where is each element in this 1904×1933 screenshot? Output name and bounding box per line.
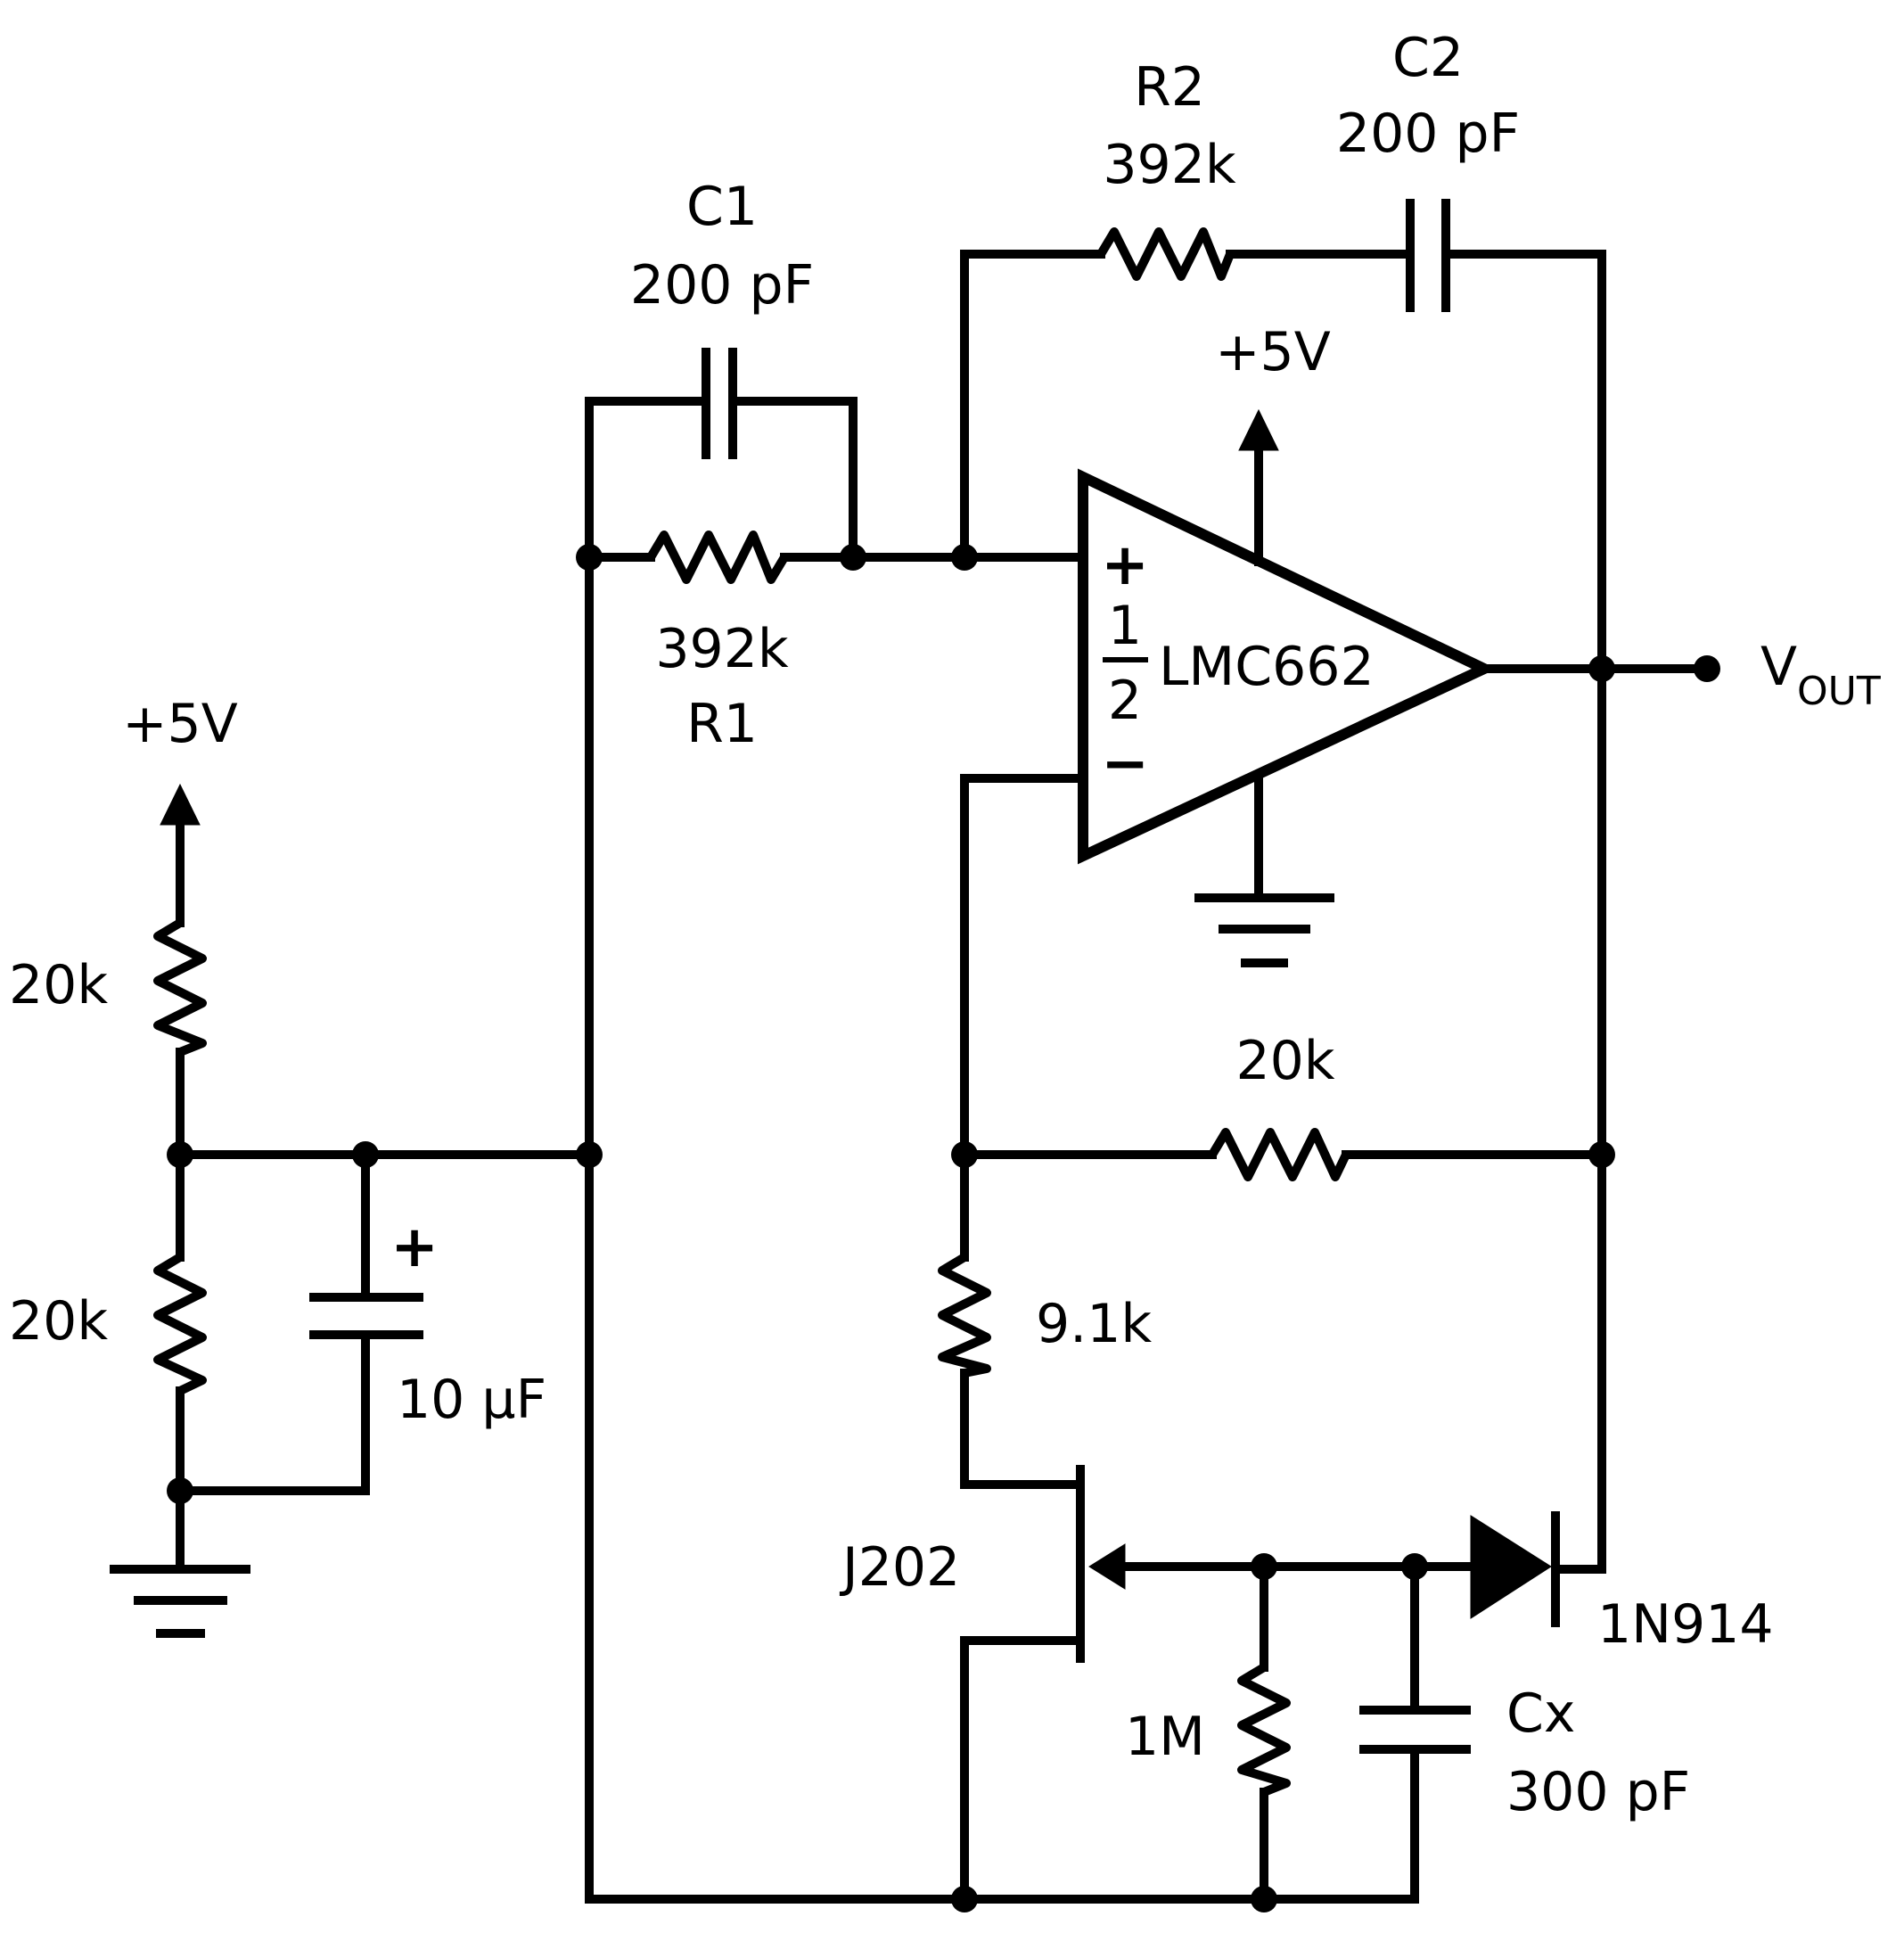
opamp-fraction-denominator: 2 (1108, 670, 1142, 732)
vout-label-sub: OUT (1797, 669, 1881, 714)
opamp-part-label: LMC662 (1159, 636, 1375, 698)
opamp-triangle (1078, 468, 1498, 865)
vout-label-main: V (1760, 636, 1797, 698)
r-9k1-label: 9.1k (1036, 1293, 1152, 1355)
r-1m-label: 1M (1125, 1706, 1205, 1768)
r1-resistor (646, 531, 789, 584)
c2-value-label: 200 pF (1336, 103, 1520, 165)
supply-arrow-top (1238, 408, 1279, 451)
vout-terminal (1694, 655, 1720, 682)
c2-capacitor (1406, 199, 1450, 312)
cap-10uf-label: 10 μF (397, 1369, 546, 1431)
r2-value-label: 392k (1103, 134, 1236, 196)
jfet-symbol (1076, 1465, 1126, 1663)
ground-left (110, 1565, 250, 1638)
c1-value-label: 200 pF (630, 254, 814, 317)
ground-opamp (1194, 893, 1334, 967)
supply-label-top: +5V (1215, 321, 1331, 383)
r-top-left-label: 20k (9, 954, 108, 1016)
cx-value-label: 300 pF (1506, 1761, 1690, 1823)
c1-capacitor (702, 348, 737, 459)
r1-ref-label: R1 (686, 693, 758, 755)
wires (176, 250, 1711, 1904)
r-top-left-resistor (153, 918, 207, 1057)
r-bottom-left-resistor (153, 1253, 207, 1395)
cap-10uf-electrolytic (309, 1293, 423, 1339)
cap-10uf-plus-sign: + (390, 1214, 439, 1280)
diode-label: 1N914 (1597, 1593, 1774, 1656)
cx-capacitor (1359, 1706, 1471, 1754)
c2-ref-label: C2 (1392, 27, 1464, 89)
r-20k-mid-label: 20k (1235, 1030, 1334, 1092)
r-20k-mid-resistor (1208, 1128, 1350, 1181)
cx-ref-label: Cx (1506, 1682, 1575, 1745)
junction-dots (167, 544, 1615, 1912)
r2-ref-label: R2 (1134, 56, 1205, 119)
r2-resistor (1096, 227, 1235, 281)
supply-label-left: +5V (122, 693, 238, 755)
r-1m-resistor (1237, 1663, 1291, 1797)
opamp-fraction-numerator: 1 (1108, 595, 1142, 657)
supply-arrow-left (160, 783, 201, 826)
r-9k1-resistor (938, 1253, 991, 1378)
jfet-label: J202 (839, 1536, 960, 1599)
c1-ref-label: C1 (686, 176, 758, 238)
r-bottom-left-label: 20k (9, 1290, 108, 1353)
vout-label: VOUT (1760, 636, 1881, 714)
opamp-minus-sign: − (1101, 731, 1149, 797)
opamp-plus-sign: + (1101, 532, 1149, 598)
r1-value-label: 392k (655, 618, 789, 680)
diode-symbol (1470, 1511, 1560, 1627)
